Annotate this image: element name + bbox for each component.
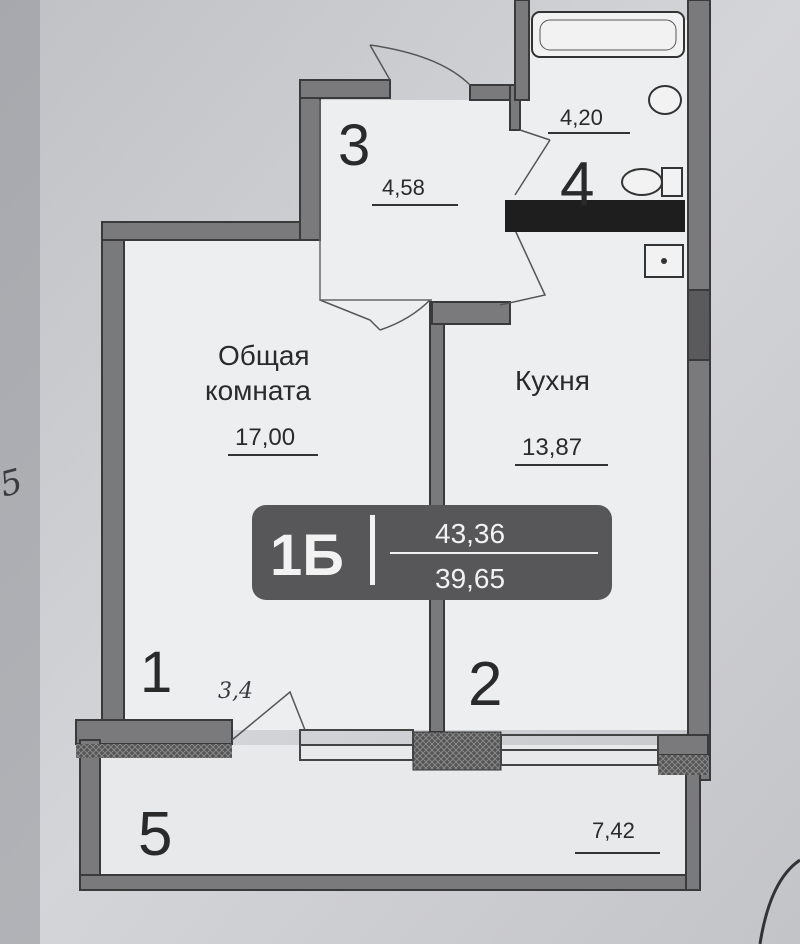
door-room3-bottom bbox=[319, 299, 431, 331]
room-3-area: 4,58 bbox=[382, 175, 425, 200]
balcony-wall-bottom bbox=[79, 874, 701, 891]
wall-right-vent bbox=[687, 289, 711, 361]
label-divider bbox=[370, 515, 375, 585]
page-shadow bbox=[0, 0, 40, 944]
hatched-sill-left bbox=[76, 744, 232, 758]
door-bath bbox=[514, 129, 551, 196]
windows bbox=[299, 729, 659, 766]
wall-room3-top bbox=[299, 79, 391, 99]
wall-bottom-right bbox=[657, 734, 709, 756]
door-room3-top bbox=[369, 44, 471, 86]
handwritten-door-note: 3,4 bbox=[218, 679, 253, 704]
hatched-sill-right bbox=[658, 755, 708, 775]
room-1-number: 1 bbox=[140, 640, 172, 705]
living-room-area: 17,00 bbox=[235, 424, 295, 451]
door-balcony bbox=[231, 690, 306, 741]
wall-right bbox=[687, 0, 711, 781]
room3-outline bbox=[319, 100, 432, 301]
wall-partition-cap bbox=[431, 301, 511, 325]
total-area: 43,36 bbox=[435, 518, 505, 549]
apartment-label: 1Б 43,36 39,65 bbox=[252, 505, 612, 600]
balcony-wall-left bbox=[79, 739, 101, 891]
room-5-number: 5 bbox=[138, 800, 172, 869]
room-2-number: 2 bbox=[468, 650, 502, 719]
living-area: 39,65 bbox=[435, 563, 505, 594]
kitchen-name: Кухня bbox=[515, 365, 590, 396]
wall-left bbox=[101, 221, 125, 731]
kitchen-sink-drain bbox=[661, 258, 667, 264]
wall-bath-left bbox=[514, 0, 530, 101]
door-bath-lower bbox=[499, 229, 547, 306]
wall-room3-left bbox=[299, 79, 321, 241]
bathtub-inner bbox=[539, 19, 677, 51]
stamp-edge bbox=[758, 858, 800, 944]
bathtub-icon bbox=[531, 11, 685, 58]
room-5-area: 7,42 bbox=[592, 818, 635, 843]
balcony-wall-right bbox=[685, 759, 701, 891]
room-4-number: 4 bbox=[560, 150, 594, 219]
wall-bottom-left bbox=[75, 719, 233, 745]
toilet-tank bbox=[661, 167, 683, 197]
doors bbox=[231, 44, 551, 741]
room-4-area: 4,20 bbox=[560, 105, 603, 130]
room-3-number: 3 bbox=[338, 113, 370, 178]
living-room-name-2: комната bbox=[205, 375, 311, 406]
living-room-name-1: Общая bbox=[218, 340, 310, 371]
kitchen-area: 13,87 bbox=[522, 434, 582, 461]
dark-partition bbox=[505, 200, 685, 232]
wall-top-room1 bbox=[101, 221, 303, 241]
toilet-icon bbox=[621, 168, 663, 196]
apartment-type: 1Б bbox=[270, 523, 344, 588]
sink-icon bbox=[648, 85, 682, 115]
walls bbox=[75, 0, 711, 891]
hatched-pier bbox=[412, 731, 502, 771]
